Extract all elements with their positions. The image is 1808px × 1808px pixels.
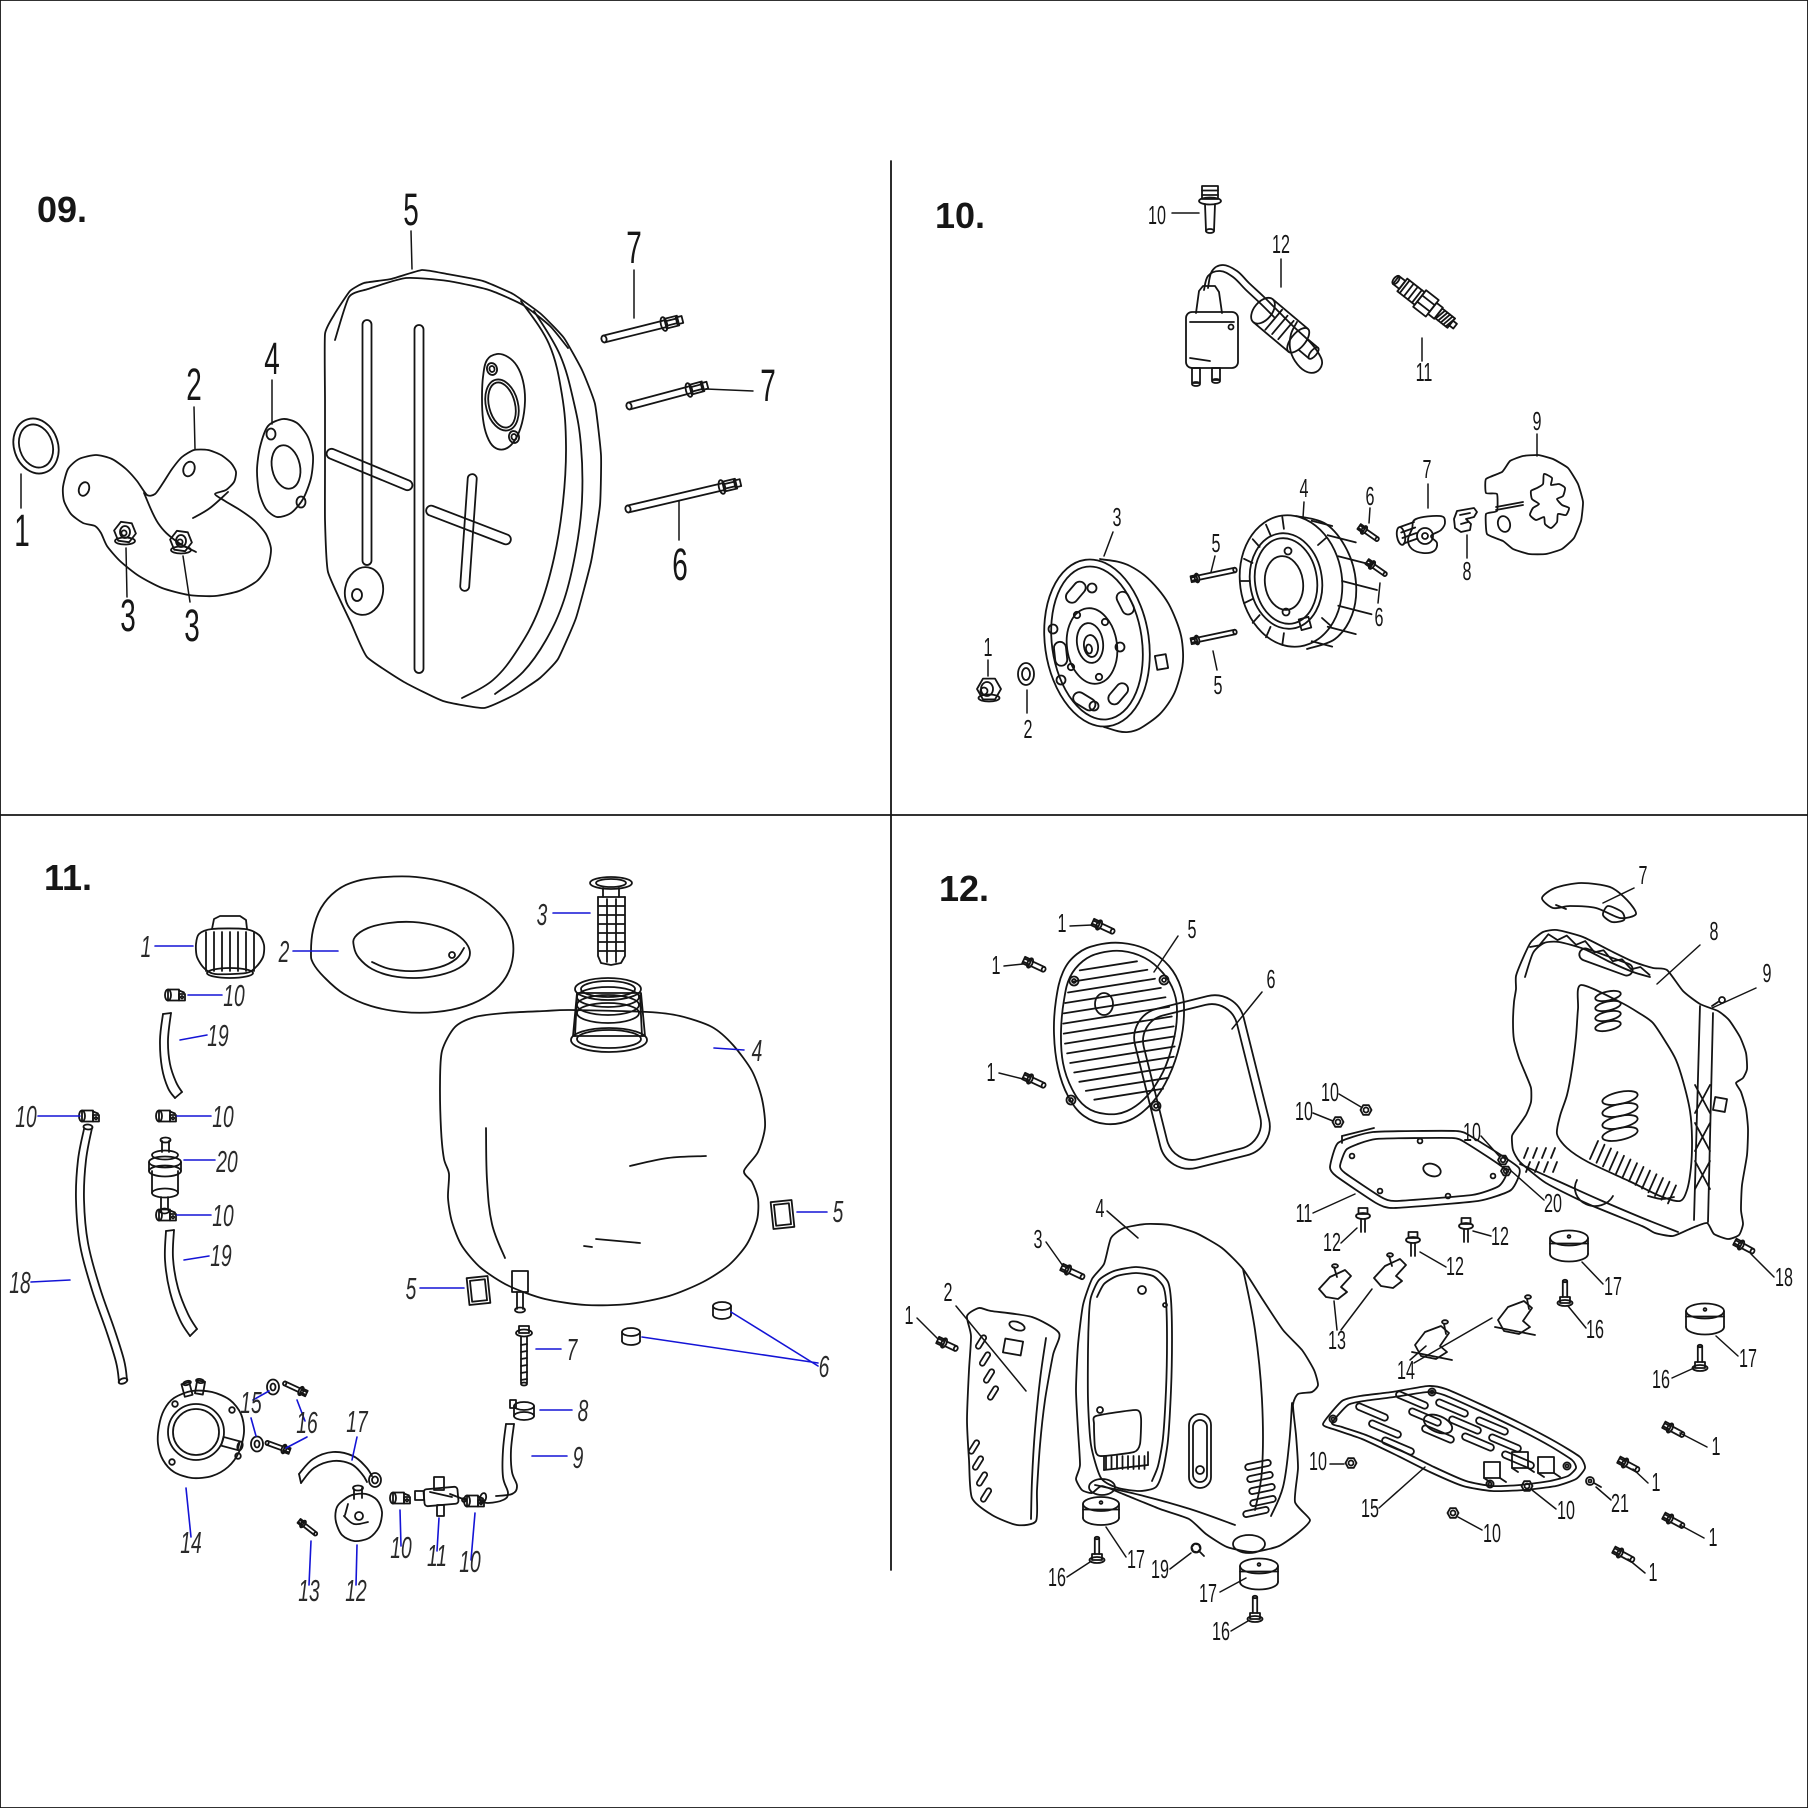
svg-text:3: 3 xyxy=(184,600,200,650)
svg-text:6: 6 xyxy=(1375,602,1384,632)
svg-text:21: 21 xyxy=(1611,1488,1629,1518)
svg-text:19: 19 xyxy=(207,1020,228,1054)
svg-text:10: 10 xyxy=(212,1101,234,1135)
svg-text:12: 12 xyxy=(1272,229,1290,259)
svg-text:1: 1 xyxy=(14,505,30,555)
svg-text:3: 3 xyxy=(120,590,136,640)
svg-text:17: 17 xyxy=(1127,1544,1145,1574)
svg-text:12: 12 xyxy=(345,1575,366,1609)
svg-text:10: 10 xyxy=(390,1532,412,1566)
svg-text:5: 5 xyxy=(1212,528,1221,558)
svg-text:3: 3 xyxy=(537,899,548,933)
svg-text:1: 1 xyxy=(1649,1557,1658,1587)
svg-text:1: 1 xyxy=(1652,1467,1661,1497)
svg-text:10.: 10. xyxy=(935,195,985,236)
svg-text:10: 10 xyxy=(212,1200,234,1234)
svg-text:4: 4 xyxy=(264,333,280,383)
svg-text:3: 3 xyxy=(1034,1224,1043,1254)
svg-text:9: 9 xyxy=(573,1442,584,1476)
svg-text:10: 10 xyxy=(1463,1117,1481,1147)
svg-text:2: 2 xyxy=(1024,714,1033,744)
svg-text:6: 6 xyxy=(672,539,688,589)
svg-text:5: 5 xyxy=(403,184,419,234)
svg-text:16: 16 xyxy=(1048,1562,1066,1592)
svg-text:13: 13 xyxy=(298,1575,320,1609)
svg-text:17: 17 xyxy=(1199,1578,1217,1608)
svg-text:10: 10 xyxy=(223,980,245,1014)
svg-text:11: 11 xyxy=(1296,1198,1313,1228)
svg-text:2: 2 xyxy=(186,359,202,409)
svg-text:18: 18 xyxy=(1775,1262,1793,1292)
svg-text:11: 11 xyxy=(1416,357,1433,387)
svg-text:17: 17 xyxy=(1604,1271,1622,1301)
svg-text:18: 18 xyxy=(9,1267,31,1301)
svg-text:7: 7 xyxy=(567,1334,579,1368)
svg-text:17: 17 xyxy=(1739,1343,1757,1373)
svg-text:16: 16 xyxy=(1212,1616,1230,1646)
svg-text:4: 4 xyxy=(752,1035,763,1069)
svg-text:10: 10 xyxy=(1148,200,1166,230)
svg-text:09.: 09. xyxy=(37,189,87,230)
svg-text:6: 6 xyxy=(1366,481,1375,511)
svg-text:5: 5 xyxy=(1188,914,1197,944)
svg-text:20: 20 xyxy=(216,1146,239,1180)
svg-text:5: 5 xyxy=(1214,670,1223,700)
svg-text:20: 20 xyxy=(1544,1188,1562,1218)
svg-text:5: 5 xyxy=(833,1196,844,1230)
svg-text:17: 17 xyxy=(346,1406,369,1440)
svg-text:1: 1 xyxy=(1058,908,1067,938)
svg-text:6: 6 xyxy=(1267,964,1276,994)
svg-text:7: 7 xyxy=(626,222,642,272)
svg-text:12: 12 xyxy=(1491,1221,1509,1251)
svg-text:10: 10 xyxy=(1483,1518,1501,1548)
svg-text:1: 1 xyxy=(905,1300,914,1330)
svg-text:8: 8 xyxy=(1710,916,1719,946)
svg-text:9: 9 xyxy=(1763,958,1772,988)
svg-text:13: 13 xyxy=(1328,1325,1346,1355)
svg-text:8: 8 xyxy=(578,1395,589,1429)
svg-text:5: 5 xyxy=(406,1273,417,1307)
svg-text:1: 1 xyxy=(1712,1431,1721,1461)
svg-text:10: 10 xyxy=(459,1546,481,1580)
svg-text:9: 9 xyxy=(1533,406,1542,436)
svg-text:1: 1 xyxy=(992,950,1001,980)
svg-text:10: 10 xyxy=(1309,1446,1327,1476)
svg-text:10: 10 xyxy=(15,1101,37,1135)
svg-text:1: 1 xyxy=(141,931,152,965)
svg-text:11: 11 xyxy=(427,1540,447,1574)
svg-text:8: 8 xyxy=(1463,556,1472,586)
svg-text:10: 10 xyxy=(1321,1077,1339,1107)
svg-text:12: 12 xyxy=(1323,1227,1341,1257)
svg-text:19: 19 xyxy=(1151,1554,1169,1584)
svg-text:10: 10 xyxy=(1295,1096,1313,1126)
svg-text:12: 12 xyxy=(1446,1251,1464,1281)
svg-text:16: 16 xyxy=(1652,1364,1670,1394)
svg-text:4: 4 xyxy=(1300,473,1309,503)
svg-text:2: 2 xyxy=(944,1277,953,1307)
svg-text:1: 1 xyxy=(1709,1522,1718,1552)
svg-text:14: 14 xyxy=(1397,1355,1415,1385)
svg-text:7: 7 xyxy=(1423,454,1432,484)
svg-text:6: 6 xyxy=(819,1351,830,1385)
svg-text:11.: 11. xyxy=(44,857,92,898)
svg-text:16: 16 xyxy=(296,1407,318,1441)
svg-text:3: 3 xyxy=(1113,502,1122,532)
svg-text:1: 1 xyxy=(987,1057,996,1087)
svg-text:10: 10 xyxy=(1557,1495,1575,1525)
svg-text:15: 15 xyxy=(1361,1493,1379,1523)
svg-text:19: 19 xyxy=(210,1240,231,1274)
svg-text:1: 1 xyxy=(984,632,993,662)
svg-text:15: 15 xyxy=(240,1387,262,1421)
svg-text:12.: 12. xyxy=(939,868,989,909)
svg-text:14: 14 xyxy=(180,1527,201,1561)
svg-text:7: 7 xyxy=(1639,860,1648,890)
svg-text:4: 4 xyxy=(1096,1193,1105,1223)
svg-text:16: 16 xyxy=(1586,1314,1604,1344)
svg-text:2: 2 xyxy=(278,936,289,970)
svg-text:7: 7 xyxy=(760,360,776,410)
